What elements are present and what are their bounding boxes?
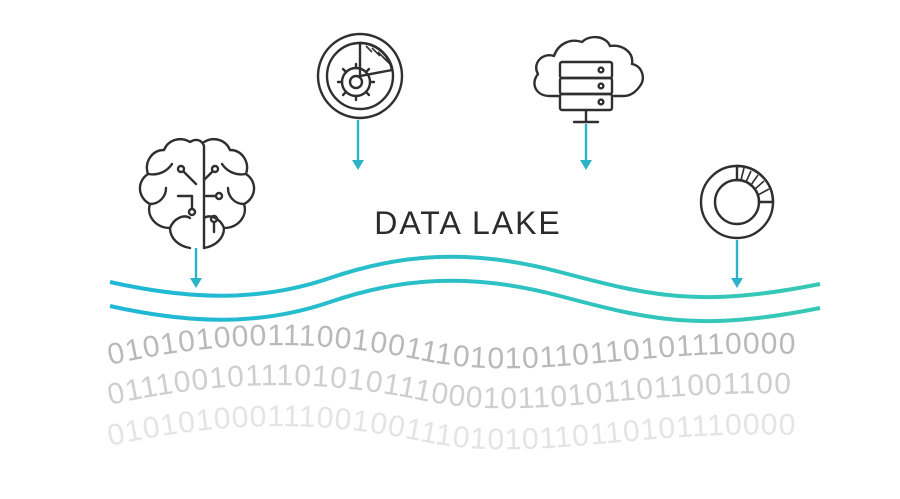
- gear-chart-icon: [316, 32, 404, 120]
- binary-row-1: 0101010001110010011101010110110101110000: [104, 319, 796, 375]
- brain-icon: [138, 138, 256, 250]
- gear-arrow: [352, 120, 364, 170]
- donut-chart-icon: [699, 164, 775, 240]
- wave-bottom: [109, 278, 821, 324]
- cloud-server-icon: [533, 35, 644, 124]
- donut-arrow: [731, 240, 743, 288]
- diagram-title: DATA LAKE: [374, 205, 562, 241]
- cloud-arrow: [580, 124, 592, 170]
- wave-top: [109, 254, 821, 300]
- brain-arrow: [190, 248, 202, 288]
